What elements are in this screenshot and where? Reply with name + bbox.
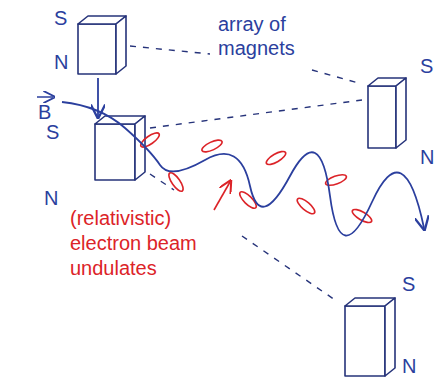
magnet-side — [396, 78, 406, 148]
magnet-front — [345, 306, 385, 376]
magnet-front — [368, 86, 396, 148]
label-slot: S — [402, 272, 415, 296]
pole-letter: S — [402, 272, 415, 296]
radiation-lobe — [200, 138, 223, 155]
label-slot: N — [402, 354, 416, 378]
dashed-line — [242, 236, 338, 302]
array-note: array of magnets — [218, 12, 358, 60]
pole-letter: N — [402, 354, 416, 378]
radiation-lobes — [139, 130, 374, 225]
label-slot: S — [420, 54, 433, 78]
radiation-lobe — [139, 130, 162, 149]
vector-arrow — [37, 96, 53, 98]
pole-letter: S — [46, 120, 59, 144]
pole-letter: S — [54, 6, 67, 30]
magnet-block — [95, 116, 145, 180]
label-slot: N — [54, 50, 68, 74]
beam-note: (relativistic) electron beam undulates — [70, 206, 220, 281]
radiation-lobe — [264, 149, 287, 167]
pole-letter: S — [420, 54, 433, 78]
magnet-block — [78, 16, 126, 74]
dashed-line — [312, 70, 362, 84]
label-slot: N — [44, 186, 58, 210]
magnet-side — [385, 298, 395, 376]
magnet-array — [78, 16, 406, 376]
label-slot: S — [54, 6, 67, 30]
dashed-line — [150, 100, 362, 128]
label-slot: S — [46, 120, 59, 144]
label-slot: B — [38, 100, 51, 124]
leader-arrow — [214, 182, 230, 210]
dashed-line — [130, 46, 210, 54]
magnet-front — [78, 24, 116, 74]
pole-letter: N — [54, 50, 68, 74]
magnet-side — [135, 116, 145, 180]
magnet-block — [345, 298, 395, 376]
label-slot: array of magnets — [218, 12, 358, 60]
field-symbol: B — [38, 100, 51, 124]
magnet-block — [368, 78, 406, 148]
label-slot: N — [420, 145, 434, 169]
radiation-lobe — [166, 171, 185, 194]
pole-letter: N — [44, 186, 58, 210]
pole-letter: N — [420, 145, 434, 169]
radiation-lobe — [295, 196, 317, 216]
label-slot: (relativistic) electron beam undulates — [70, 206, 220, 281]
magnet-side — [116, 16, 126, 74]
